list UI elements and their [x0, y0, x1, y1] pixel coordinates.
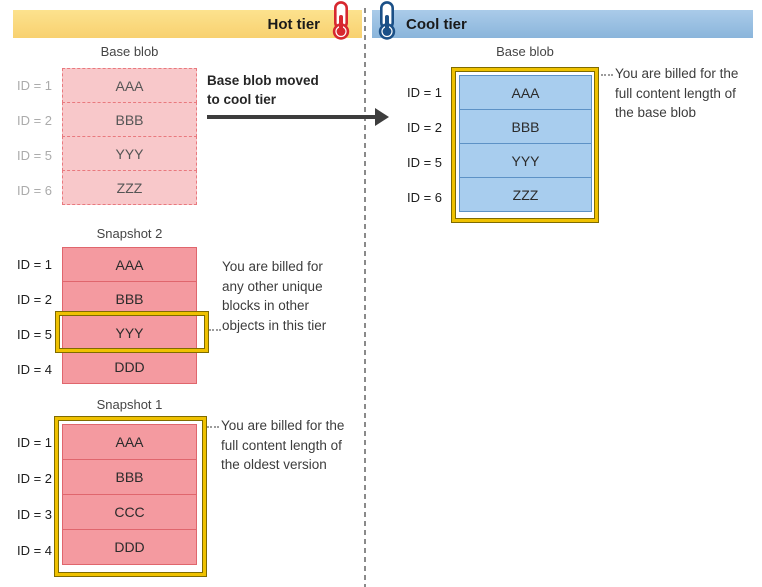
snapshot1-highlight: [55, 417, 206, 576]
row-id-label: ID = 2: [16, 113, 52, 128]
row-id-label: ID = 5: [16, 327, 52, 342]
hot-base-blob-title: Base blob: [100, 44, 159, 59]
hot-base-blob-table: AAA BBB YYY ZZZ: [62, 68, 197, 205]
row-id-label: ID = 4: [16, 362, 52, 377]
hot-tier-bar: Hot tier: [13, 10, 362, 38]
annotation-line: You are billed for the: [221, 418, 345, 433]
snapshot2-annotation-connector: [209, 329, 221, 331]
tier-separator-line: [364, 8, 366, 587]
annotation-line: full content length of: [615, 85, 736, 101]
cool-annotation-connector: [601, 74, 613, 76]
snapshot1-annotation-connector: [207, 426, 219, 428]
cool-base-blob-id-column: ID = 1 ID = 2 ID = 5 ID = 6: [398, 75, 442, 215]
cool-base-blob-table: AAA BBB YYY ZZZ: [459, 75, 592, 212]
row-id-label: ID = 5: [16, 148, 52, 163]
annotation-line: You are billed for the: [615, 66, 739, 81]
annotation-line: objects in this tier: [222, 317, 327, 333]
row-id-label: ID = 4: [16, 542, 52, 558]
block-cell: ZZZ: [62, 170, 197, 205]
annotation-line: any other unique: [222, 278, 323, 294]
annotation-line: blocks in other: [222, 298, 310, 313]
row-id-label: ID = 6: [406, 190, 442, 205]
block-cell: ZZZ: [459, 177, 592, 212]
hot-tier-label: Hot tier: [267, 15, 321, 33]
annotation-line: full content length of: [221, 437, 342, 453]
cool-base-blob-title: Base blob: [496, 44, 554, 59]
row-id-label: ID = 6: [16, 183, 52, 198]
block-cell: BBB: [62, 102, 197, 137]
block-cell: AAA: [62, 424, 197, 460]
cool-base-blob-highlight: [452, 68, 598, 222]
hot-thermometer-icon: [332, 1, 350, 40]
block-cell: BBB: [62, 281, 197, 316]
snapshot2-id-column: ID = 1 ID = 2 ID = 5 ID = 4: [8, 247, 52, 387]
annotation-line: the oldest version: [221, 457, 327, 472]
block-cell: DDD: [62, 349, 197, 384]
cool-tier-bar: Cool tier: [372, 10, 753, 38]
snapshot1-annotation: You are billed for the full content leng…: [221, 416, 371, 475]
snapshot2-table: AAA BBB YYY DDD: [62, 247, 197, 384]
cool-tier-label: Cool tier: [406, 15, 467, 33]
block-cell: YYY: [62, 315, 197, 350]
cool-base-blob-annotation: You are billed for the full content leng…: [615, 64, 762, 123]
block-cell: YYY: [62, 136, 197, 171]
move-arrow-line: [207, 115, 377, 119]
snapshot1-id-column: ID = 1 ID = 2 ID = 3 ID = 4: [8, 424, 52, 568]
block-cell: AAA: [459, 75, 592, 110]
move-arrow-head: [375, 108, 389, 126]
snapshot1-title: Snapshot 1: [96, 397, 163, 412]
row-id-label: ID = 2: [406, 120, 442, 135]
block-cell: BBB: [459, 109, 592, 144]
row-id-label: ID = 2: [16, 292, 52, 307]
row-id-label: ID = 2: [16, 470, 52, 486]
block-cell: DDD: [62, 529, 197, 565]
move-note-line2: to cool tier: [207, 92, 277, 107]
unique-block-highlight: [56, 312, 208, 352]
annotation-line: You are billed for: [222, 259, 323, 274]
hot-base-blob-id-column: ID = 1 ID = 2 ID = 5 ID = 6: [8, 68, 52, 208]
cool-thermometer-icon: [378, 1, 396, 40]
snapshot2-annotation: You are billed for any other unique bloc…: [222, 257, 354, 335]
snapshot2-title: Snapshot 2: [96, 226, 163, 241]
snapshot1-table: AAA BBB CCC DDD: [62, 424, 197, 565]
move-note-line1: Base blob moved: [207, 73, 319, 88]
block-cell: BBB: [62, 459, 197, 495]
row-id-label: ID = 5: [406, 155, 442, 170]
block-cell: CCC: [62, 494, 197, 530]
row-id-label: ID = 1: [406, 85, 442, 100]
row-id-label: ID = 1: [16, 257, 52, 272]
move-note: Base blob moved to cool tier: [207, 71, 319, 109]
row-id-label: ID = 3: [16, 506, 52, 522]
block-cell: AAA: [62, 247, 197, 282]
row-id-label: ID = 1: [16, 434, 52, 450]
annotation-line: the base blob: [615, 105, 697, 120]
row-id-label: ID = 1: [16, 78, 52, 93]
block-cell: AAA: [62, 68, 197, 103]
